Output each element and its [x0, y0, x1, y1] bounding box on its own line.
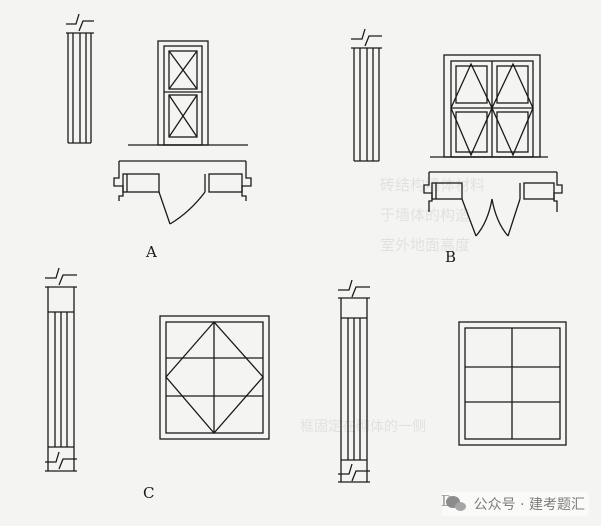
wechat-icon — [445, 495, 468, 513]
plan-b — [423, 171, 563, 237]
plan-a — [113, 160, 252, 225]
section-c — [45, 267, 77, 472]
figure-d — [338, 279, 567, 483]
elevation-c — [159, 315, 270, 440]
watermark: 公众号 · 建考题汇 — [441, 492, 589, 516]
label-c: C — [143, 484, 154, 502]
elevation-d — [458, 321, 567, 446]
label-a: A — [145, 243, 157, 261]
figure-a — [66, 13, 252, 225]
section-b — [351, 28, 382, 162]
elevation-b — [430, 54, 548, 158]
section-d — [338, 279, 370, 483]
figure-c — [45, 267, 270, 472]
section-a — [66, 13, 94, 144]
figure-b — [351, 28, 563, 237]
elevation-a — [128, 40, 248, 146]
watermark-text: 公众号 · 建考题汇 — [473, 497, 585, 513]
label-b: B — [445, 248, 456, 266]
